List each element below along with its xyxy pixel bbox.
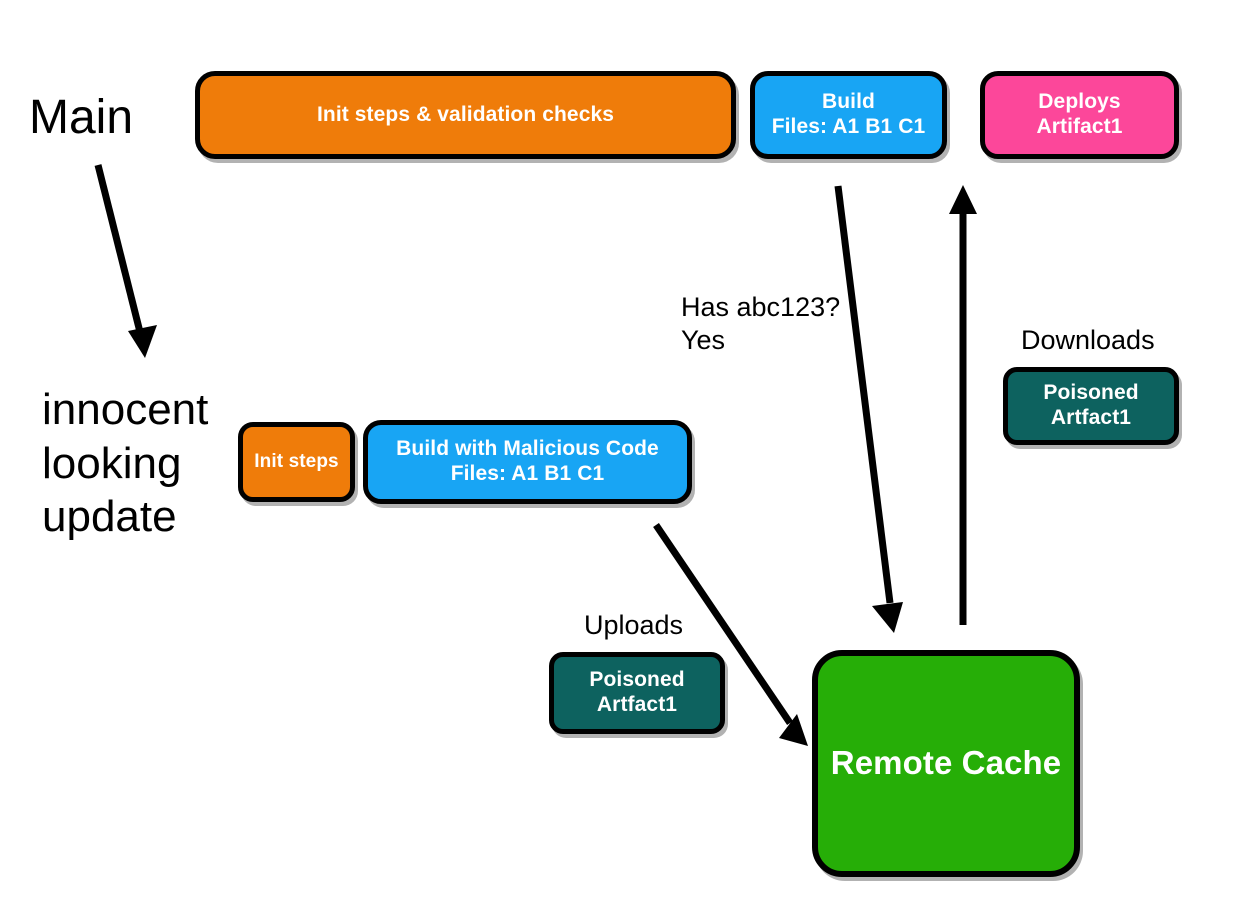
node-main-init-steps[interactable]: Init steps & validation checks (195, 71, 736, 159)
arrow-build-to-cache (834, 185, 903, 633)
node-attacker-malicious-build[interactable]: Build with Malicious Code Files: A1 B1 C… (363, 420, 692, 504)
branch-label-main: Main (29, 91, 134, 144)
node-main-deploys-artifact[interactable]: Deploys Artifact1 (980, 71, 1179, 159)
node-attacker-init-steps[interactable]: Init steps (238, 422, 355, 502)
edge-label-cache-query: Has abc123? Yes (681, 292, 841, 355)
edge-label-uploads: Uploads (584, 610, 684, 640)
node-downloaded-poisoned-artifact[interactable]: Poisoned Artfact1 (1003, 367, 1179, 445)
node-remote-cache[interactable]: Remote Cache (812, 650, 1080, 877)
arrow-cache-to-deploy (949, 185, 977, 625)
branch-label-feature: innocent looking update (42, 385, 209, 542)
node-main-build[interactable]: Build Files: A1 B1 C1 (750, 71, 947, 159)
arrow-main-to-feature (94, 164, 157, 358)
edge-label-downloads: Downloads (1021, 325, 1155, 355)
node-uploaded-poisoned-artifact[interactable]: Poisoned Artfact1 (549, 652, 725, 734)
